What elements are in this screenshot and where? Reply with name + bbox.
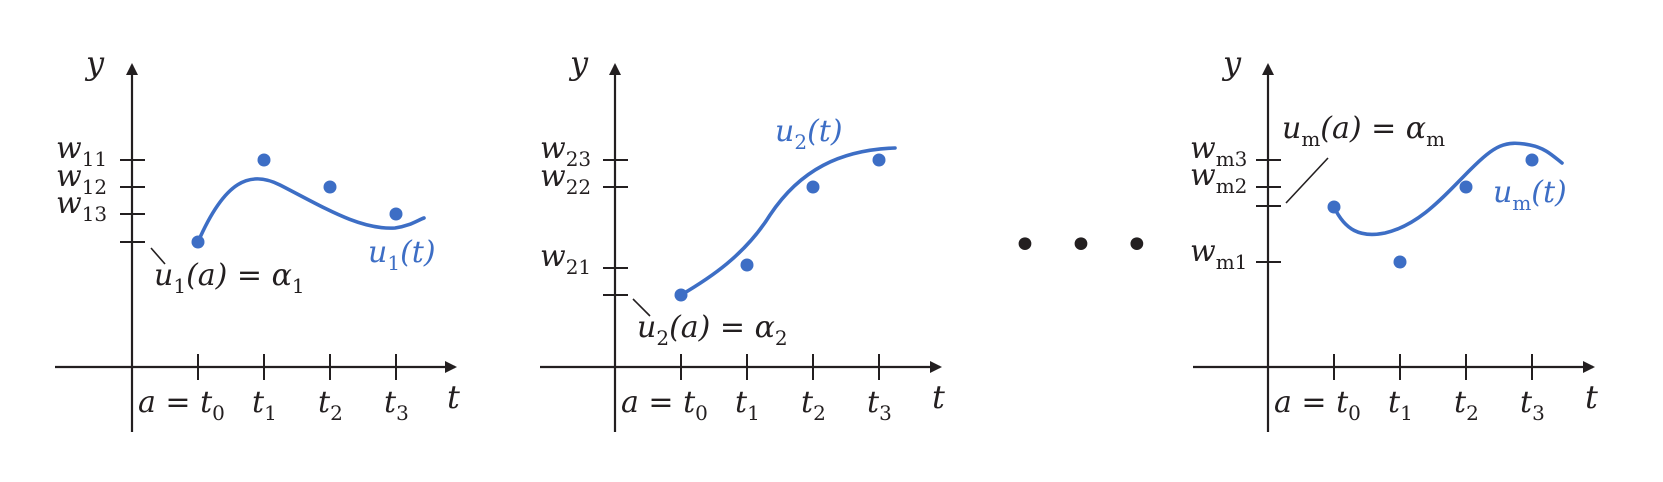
initial-condition-leader <box>150 247 166 265</box>
curve-label-u1: u1(t) <box>368 235 436 275</box>
t-tick-label-1: t1 <box>252 385 277 425</box>
t-tick-label-3: t3 <box>384 385 409 425</box>
solution-curve-u2 <box>679 146 897 297</box>
w-label-12: w12 <box>56 159 107 199</box>
initial-point <box>191 235 205 249</box>
panel-m: y t a = t0 t1 t2 t3 wm3 wm2 wm1 um(a) = … <box>1190 44 1598 432</box>
panel-1: y t a = t0 t1 t2 t3 w11 w12 w13 u1(a) = … <box>55 44 460 432</box>
initial-condition-label: u1(a) = α1 <box>154 258 305 298</box>
w-point-m1 <box>1393 255 1407 269</box>
y-axis-label: y <box>568 44 589 82</box>
curve-label-u2: u2(t) <box>775 114 843 154</box>
t-tick-label-1: t1 <box>735 385 760 425</box>
ellipsis: • • • <box>1012 220 1158 271</box>
w-point-m2 <box>1459 180 1473 194</box>
w-point-12 <box>323 180 337 194</box>
w-label-13: w13 <box>56 186 107 226</box>
panel-2: y t a = t0 t1 t2 t3 w23 w22 w21 u2(a) = … <box>540 44 945 432</box>
y-axis-label: y <box>84 44 105 82</box>
w-label-22: w22 <box>540 159 591 199</box>
initial-condition-label: um(a) = αm <box>1282 111 1445 151</box>
initial-point <box>1327 200 1341 214</box>
t-tick-label-1: t1 <box>1388 385 1413 425</box>
t-tick-label-3: t3 <box>1520 385 1545 425</box>
w-point-m3 <box>1525 153 1539 167</box>
curve-label-um: um(t) <box>1493 175 1567 215</box>
initial-condition-leader <box>1285 157 1329 204</box>
w-label-23: w23 <box>540 131 591 171</box>
solution-curve-um <box>1332 141 1564 237</box>
t-tick-label-0: a = t0 <box>1274 385 1361 425</box>
w-label-m2: wm2 <box>1190 158 1247 198</box>
w-label-11: w11 <box>56 131 107 171</box>
w-point-21 <box>740 258 754 272</box>
t-tick-label-3: t3 <box>867 385 892 425</box>
initial-condition-leader <box>632 298 651 317</box>
y-axis-label: y <box>1221 44 1242 82</box>
t-tick-label-2: t2 <box>1454 385 1479 425</box>
t-tick-label-0: a = t0 <box>621 385 708 425</box>
solution-curve-u1 <box>196 177 426 244</box>
w-label-21: w21 <box>540 239 591 279</box>
initial-point <box>674 288 688 302</box>
initial-condition-label: u2(a) = α2 <box>637 310 788 350</box>
t-axis-label: t <box>1585 378 1598 416</box>
t-axis-label: t <box>932 378 945 416</box>
t-tick-label-2: t2 <box>318 385 343 425</box>
t-tick-label-0: a = t0 <box>138 385 225 425</box>
w-point-22 <box>806 180 820 194</box>
w-point-11 <box>257 153 271 167</box>
w-label-m3: wm3 <box>1190 131 1247 171</box>
t-axis-label: t <box>447 378 460 416</box>
w-point-13 <box>389 207 403 221</box>
w-point-23 <box>872 153 886 167</box>
w-label-m1: wm1 <box>1190 234 1247 274</box>
t-tick-label-2: t2 <box>801 385 826 425</box>
